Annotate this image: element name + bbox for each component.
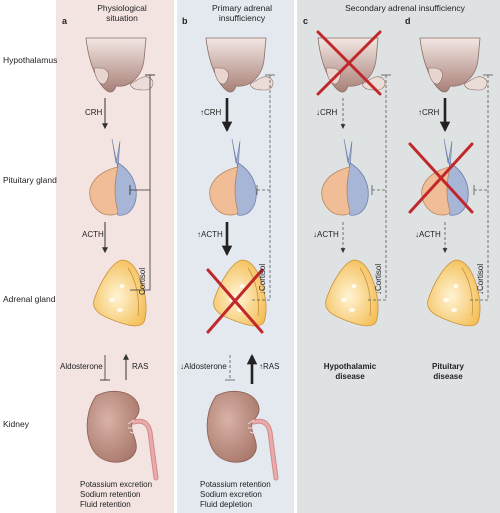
panel-a-letter: a [62, 16, 68, 26]
panel-b-effects: Potassium retention Sodium excretion Flu… [200, 480, 271, 510]
panel-a-title: Physiological situation [80, 3, 164, 23]
panel-c-cortisol-label: ↓Cortisol [374, 263, 383, 295]
panel-d-crh-label: ↑CRH [418, 108, 440, 117]
panel-cd-title: Secondary adrenal insufficiency [345, 3, 465, 13]
panel-d-pituitary [421, 138, 469, 216]
panel-a-kidney [87, 391, 156, 478]
panel-a-hypothalamus [85, 37, 154, 93]
panel-b-title-line2: insufficiency [218, 13, 266, 23]
panel-a-ras-label: RAS [132, 362, 149, 371]
panel-c-hypothalamus-cross [316, 30, 382, 96]
panel-b-letter: b [182, 16, 188, 26]
panel-b-cortisol-feedback-line [252, 75, 271, 301]
panel-b-title: Primary adrenal insufficiency [200, 3, 284, 23]
panel-d-adrenal [427, 259, 481, 327]
panel-b-effect-2: Sodium excretion [200, 490, 262, 499]
row-label-kidney: Kidney [3, 419, 29, 429]
panel-b-pituitary [209, 138, 257, 216]
panel-c-adrenal [325, 259, 379, 327]
panel-b-aldosterone-label: ↓Aldosterone [180, 362, 227, 371]
panel-c-letter: c [303, 16, 309, 26]
panel-c-disease-line2: disease [335, 372, 365, 381]
panel-d-acth-label: ↓ACTH [415, 230, 441, 239]
panel-b-crh-label: ↑CRH [200, 108, 222, 117]
panel-c-acth-label: ↓ACTH [313, 230, 339, 239]
panel-b-effect-3: Fluid depletion [200, 500, 253, 509]
panel-a-crh-label: CRH [85, 108, 103, 117]
panel-d-disease-line2: disease [433, 372, 463, 381]
panel-d-disease: Pituitary disease [412, 362, 484, 382]
panel-c-cortisol-feedback-line [368, 75, 387, 301]
row-label-hypothalamus: Hypothalamus [3, 55, 58, 65]
panel-c-disease: Hypothalamic disease [310, 362, 390, 382]
panel-a-aldosterone-label: Aldosterone [60, 362, 103, 371]
panel-a-effect-3: Fluid retention [80, 500, 131, 509]
panel-a-cortisol-feedback-line [130, 75, 151, 291]
panel-d-disease-line1: Pituitary [431, 362, 464, 371]
panel-b-acth-label: ↑ACTH [197, 230, 223, 239]
panel-d-cortisol-label: ↓Cortisol [476, 263, 485, 295]
panel-b-effect-1: Potassium retention [200, 480, 271, 489]
panel-b-title-line1: Primary adrenal [212, 3, 272, 13]
panel-d-cortisol-feedback-line [470, 75, 489, 301]
panel-a-title-line2: situation [106, 13, 138, 23]
panel-a-title-line1: Physiological [97, 3, 147, 13]
panel-a-cortisol-label: Cortisol [138, 267, 147, 295]
panel-a-pituitary [89, 138, 137, 216]
row-label-adrenal: Adrenal gland [3, 294, 56, 304]
panel-c-crh-label: ↓CRH [316, 108, 338, 117]
panel-c-pituitary [321, 138, 369, 216]
panel-a-effects: Potassium excretion Sodium retention Flu… [80, 480, 152, 510]
panel-b-hypothalamus [205, 37, 274, 93]
panel-b-ras-label: ↑RAS [259, 362, 280, 371]
panel-d-hypothalamus [419, 37, 488, 93]
panel-b-adrenal-cross [206, 268, 264, 334]
panel-c-disease-line1: Hypothalamic [323, 362, 377, 371]
panel-a-acth-label: ACTH [82, 230, 104, 239]
panel-b-kidney [207, 391, 276, 478]
panel-a-effect-1: Potassium excretion [80, 480, 153, 489]
row-label-pituitary: Pituitary gland [3, 175, 57, 185]
panel-d-pituitary-cross [408, 142, 474, 214]
panel-d-letter: d [405, 16, 411, 26]
panel-a-effect-2: Sodium retention [80, 490, 141, 499]
panel-b-cortisol-label: ↓Cortisol [258, 263, 267, 295]
